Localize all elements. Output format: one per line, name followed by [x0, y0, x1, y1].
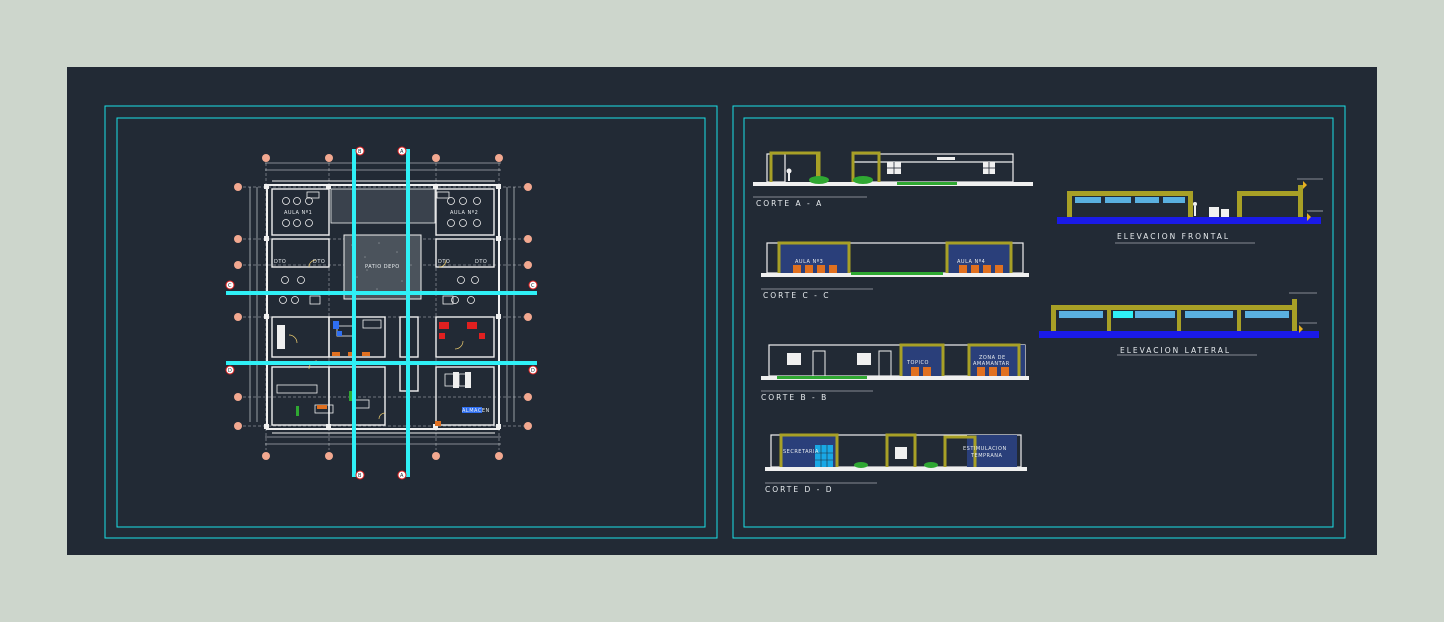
section-lines [226, 149, 537, 477]
grid-bubble [495, 452, 503, 460]
section-markers [225, 146, 538, 480]
interior-walls [271, 188, 495, 426]
section-mark-a-bottom: A [400, 473, 404, 479]
grid-bubble [524, 313, 532, 321]
section-mark-a-top: A [400, 149, 404, 155]
plan-label-almacen: ALMACEN [462, 408, 490, 414]
grid-bubble [234, 235, 242, 243]
furniture [276, 191, 481, 414]
plan-label-dto-3: DTO [438, 259, 450, 265]
section-d-room-2: ESTIMULACION [963, 446, 1007, 452]
section-mark-d-left: D [228, 368, 232, 374]
hall-hatch [330, 188, 436, 224]
grid-bubble [234, 393, 242, 401]
section-mark-d-right: D [531, 368, 535, 374]
grid-bubble [495, 154, 503, 162]
plan-label-dto-2: DTO [313, 259, 325, 265]
grid-bubble [524, 393, 532, 401]
section-d-room-3: TEMPRANA [970, 453, 1002, 459]
section-d-title: CORTE D - D [765, 485, 834, 494]
section-c-drawing[interactable] [761, 241, 1029, 290]
plan-label-aula-1: AULA Nº1 [284, 210, 312, 216]
grid-bubbles [234, 154, 532, 460]
grid-bubble [325, 452, 333, 460]
floor-plan[interactable]: AULA Nº1 AULA Nº2 PATIO DEPO ALMACEN DTO… [225, 146, 538, 480]
elevation-frontal-drawing[interactable] [1057, 178, 1323, 244]
section-d-room-1: SECRETARIA [783, 449, 819, 455]
section-b-title: CORTE B - B [761, 393, 828, 402]
grid-bubble [234, 422, 242, 430]
plan-label-patio: PATIO DEPO [365, 264, 400, 270]
sheet-2-outer-frame [732, 105, 1346, 539]
drawing-svg: AULA Nº1 AULA Nº2 PATIO DEPO ALMACEN DTO… [104, 105, 1346, 539]
columns [264, 184, 501, 429]
section-c-room-2: AULA Nº4 [957, 259, 985, 265]
plan-label-aula-2: AULA Nº2 [450, 210, 478, 216]
sheet-1-outer-frame [104, 105, 718, 539]
grid-bubble [432, 154, 440, 162]
sheet-1[interactable]: AULA Nº1 AULA Nº2 PATIO DEPO ALMACEN DTO… [104, 105, 718, 539]
section-b-room-1: TOPICO [906, 360, 929, 366]
grid-bubble [432, 452, 440, 460]
elevation-lateral-title: ELEVACION LATERAL [1120, 346, 1231, 355]
grid-bubble [524, 261, 532, 269]
grid-bubble [234, 261, 242, 269]
plan-label-dto-1: DTO [274, 259, 286, 265]
exterior-walls [266, 184, 500, 430]
cad-model-space[interactable]: AULA Nº1 AULA Nº2 PATIO DEPO ALMACEN DTO… [67, 67, 1377, 555]
grid-bubble [262, 154, 270, 162]
grid-bubble [234, 183, 242, 191]
elevation-lateral-drawing[interactable] [1039, 292, 1319, 356]
grid-bubble [524, 235, 532, 243]
section-a-title: CORTE A - A [756, 199, 823, 208]
grid-bubble [262, 452, 270, 460]
section-b-drawing[interactable] [761, 343, 1029, 392]
sheet-1-inner-frame [116, 117, 706, 528]
plan-fixtures [277, 321, 485, 426]
section-c-room-1: AULA Nº3 [795, 259, 823, 265]
section-b-room-3: AMAMANTAR [973, 361, 1010, 367]
section-b-room-2: ZONA DE [979, 355, 1006, 361]
grid-bubble [234, 313, 242, 321]
section-a-drawing[interactable] [753, 151, 1033, 198]
grid-bubble [524, 422, 532, 430]
section-c-title: CORTE C - C [763, 291, 830, 300]
plan-label-dto-4: DTO [475, 259, 487, 265]
grid-bubble [524, 183, 532, 191]
sheet-2[interactable]: CORTE A - A AULA Nº3 [732, 105, 1346, 539]
section-d-drawing[interactable] [765, 433, 1027, 484]
section-mark-b-top: B [358, 149, 362, 155]
elevation-frontal-title: ELEVACION FRONTAL [1117, 232, 1230, 241]
dimension-lines [249, 162, 515, 445]
grid-bubble [325, 154, 333, 162]
section-mark-c-right: C [531, 283, 535, 289]
section-mark-b-bottom: B [358, 473, 362, 479]
section-mark-c-left: C [228, 283, 232, 289]
sheet-2-inner-frame [743, 117, 1334, 528]
